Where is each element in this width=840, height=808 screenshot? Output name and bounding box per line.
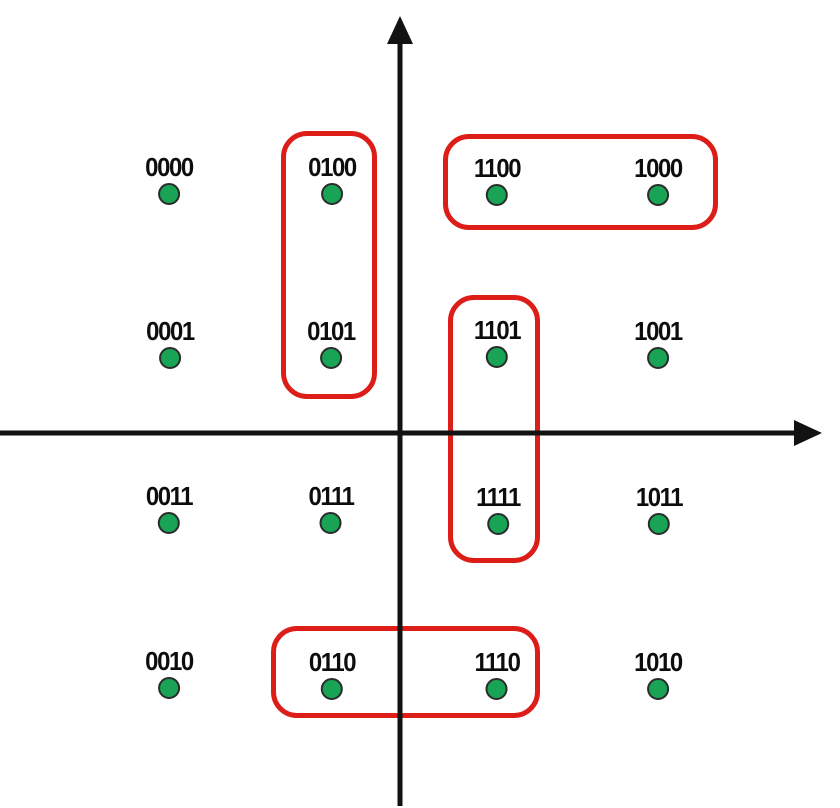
point-label: 1100 bbox=[473, 153, 522, 183]
group-0110-1110 bbox=[271, 626, 540, 718]
constellation-point-1011: 1011 bbox=[634, 482, 684, 535]
constellation-point-1010: 1010 bbox=[632, 647, 684, 700]
point-label: 1000 bbox=[634, 153, 683, 183]
point-dot bbox=[158, 183, 180, 205]
constellation-point-0111: 0111 bbox=[307, 481, 356, 534]
point-dot bbox=[485, 678, 508, 700]
point-label: 0010 bbox=[145, 646, 194, 676]
constellation-point-0011: 0011 bbox=[144, 481, 194, 534]
constellation-point-0100: 0100 bbox=[306, 152, 358, 205]
point-label: 1111 bbox=[476, 482, 521, 512]
point-dot bbox=[321, 183, 343, 205]
group-1100-1000 bbox=[443, 134, 718, 230]
point-label: 0000 bbox=[145, 152, 194, 182]
point-label: 0110 bbox=[308, 647, 357, 677]
point-dot bbox=[486, 346, 508, 368]
point-dot bbox=[321, 678, 343, 700]
point-dot bbox=[486, 184, 508, 206]
y-axis-arrowhead bbox=[387, 16, 413, 44]
point-dot bbox=[647, 678, 669, 700]
constellation-point-1110: 1110 bbox=[473, 647, 522, 700]
point-label: 1011 bbox=[635, 482, 684, 512]
point-dot bbox=[159, 347, 181, 369]
x-axis-arrowhead bbox=[794, 420, 822, 446]
constellation-point-1111: 1111 bbox=[474, 482, 522, 535]
point-label: 0100 bbox=[308, 152, 357, 182]
point-dot bbox=[647, 347, 669, 369]
point-dot bbox=[647, 184, 669, 206]
point-dot bbox=[486, 513, 509, 535]
point-dot bbox=[320, 347, 342, 369]
constellation-point-1001: 1001 bbox=[632, 316, 684, 369]
point-label: 1010 bbox=[634, 647, 683, 677]
group-0100-0101 bbox=[281, 131, 377, 399]
point-dot bbox=[648, 513, 670, 535]
constellation-point-1000: 1000 bbox=[632, 153, 684, 206]
point-label: 0101 bbox=[307, 316, 356, 346]
point-label: 1101 bbox=[473, 315, 522, 345]
point-dot bbox=[158, 677, 180, 699]
point-dot bbox=[158, 512, 180, 534]
group-1101-1111 bbox=[448, 295, 540, 563]
point-label: 0001 bbox=[146, 316, 195, 346]
point-label: 0111 bbox=[308, 481, 354, 511]
point-label: 0011 bbox=[145, 481, 194, 511]
point-label: 1110 bbox=[474, 647, 520, 677]
point-label: 1001 bbox=[634, 316, 683, 346]
point-dot bbox=[319, 512, 342, 534]
constellation-point-0010: 0010 bbox=[143, 646, 195, 699]
constellation-point-0000: 0000 bbox=[143, 152, 195, 205]
constellation-point-1101: 1101 bbox=[472, 315, 522, 368]
constellation-point-0001: 0001 bbox=[144, 316, 196, 369]
constellation-point-0110: 0110 bbox=[307, 647, 357, 700]
x-axis bbox=[0, 420, 822, 446]
constellation-point-0101: 0101 bbox=[305, 316, 357, 369]
constellation-point-1100: 1100 bbox=[472, 153, 522, 206]
